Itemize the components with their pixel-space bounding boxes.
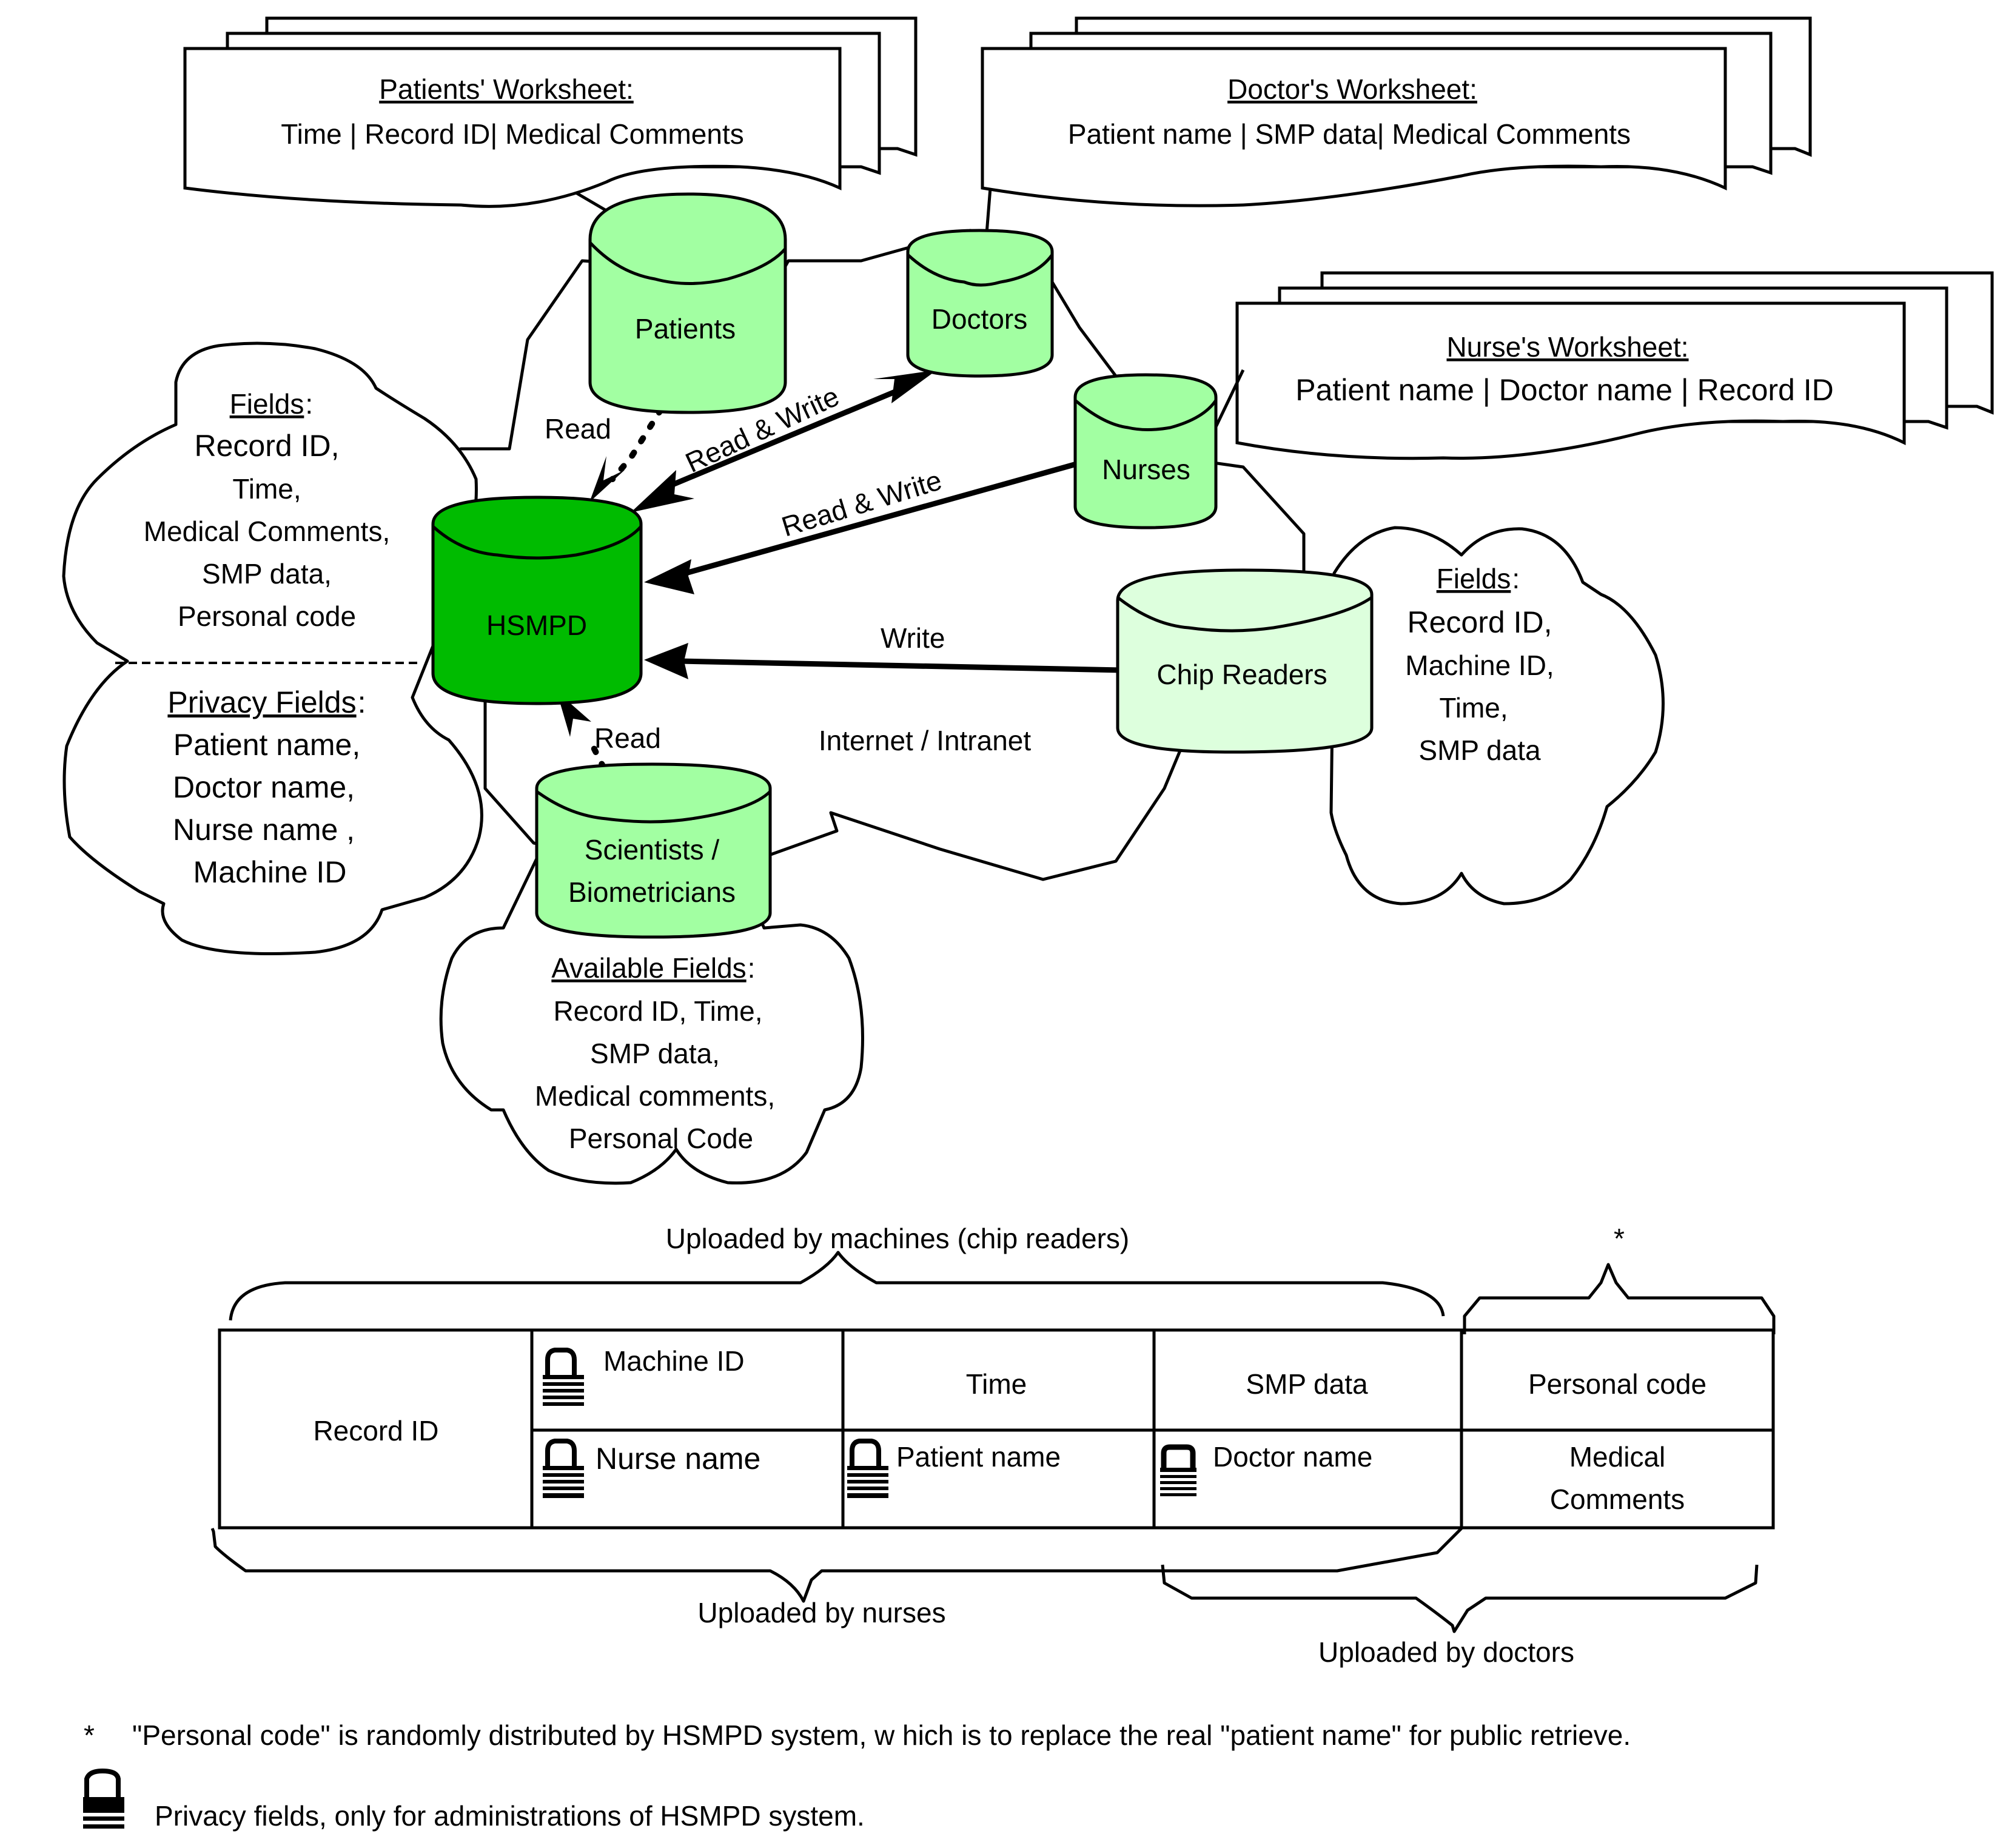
node-nurses[interactable]: Nurses [1073,373,1218,529]
scientist-fields-cloud: Available Fields : Record ID, Time, SMP … [439,844,864,1185]
cell-patient-name: Patient name [847,1439,1061,1498]
doctors-worksheet-title: Doctor's Worksheet: [1227,73,1477,105]
brace-doctors [1161,1564,1759,1633]
patients-cylinder [588,192,787,414]
hsmpd-cloud-fields-title: Fields [230,388,304,420]
hsmpd-cloud-field-1: Time, [232,473,301,505]
node-doctors[interactable]: Doctors [906,229,1054,378]
lock-icon [1160,1444,1196,1496]
hsmpd-cloud-privacy-title: Privacy Fields [167,685,356,719]
hsmpd-fields-cloud: Fields : Record ID, Time, Medical Commen… [62,341,483,955]
lock-icon [83,1768,124,1829]
chip-cloud-title: Fields [1437,563,1511,594]
footnote-asterisk: * [84,1719,95,1751]
edge-label-patients-read: Read [545,413,611,445]
footnote-lock-text: Privacy fields, only for administrations… [155,1800,865,1832]
hsmpd-cylinder [431,496,643,705]
nurses-label: Nurses [1102,454,1190,485]
chip-reader-fields-cloud: Fields : Record ID, Machine ID, Time, SM… [1329,526,1665,906]
doctors-cylinder [906,229,1054,378]
record-structure-table: Uploaded by machines (chip readers) * Re… [210,1223,1776,1668]
footnote-lock-legend: Privacy fields, only for administrations… [83,1768,865,1832]
nurses-worksheet-title: Nurse's Worksheet: [1446,331,1688,363]
cell-machine-id: Machine ID [543,1345,745,1406]
scientists-label-line2: Biometricians [568,876,736,908]
node-scientists[interactable]: Scientists / Biometricians [535,762,772,939]
cell-nurse-name-label: Nurse name [596,1442,760,1476]
cell-doctor-name: Doctor name [1160,1441,1372,1496]
patients-label: Patients [635,313,736,344]
chip-cloud-field-0: Record ID, [1408,605,1552,639]
chip-readers-label: Chip Readers [1156,659,1327,690]
node-chip-readers[interactable]: Chip Readers [1116,568,1374,754]
edge-label-scientists-read: Read [594,722,661,754]
scientist-cloud-field-3: Personal Code [569,1123,753,1154]
doctors-worksheet-fields: Patient name | SMP data| Medical Comment… [1068,118,1631,150]
patients-worksheet-fields: Time | Record ID| Medical Comments [281,118,744,150]
cell-machine-id-label: Machine ID [603,1345,745,1377]
hsmpd-cloud-field-3: SMP data, [202,558,332,590]
scientists-cylinder [535,762,772,939]
brace-machines [229,1251,1445,1321]
hsmpd-cloud-field-2: Medical Comments, [144,516,390,547]
colon: : [1512,563,1520,594]
cell-smp-data: SMP data [1246,1368,1368,1400]
patients-worksheet: Patients' Worksheet: Time | Record ID| M… [183,16,918,244]
hsmpd-cloud-privacy-0: Patient name, [173,728,361,762]
footnote-personal-code: * "Personal code" is randomly distribute… [84,1719,1631,1751]
node-hsmpd[interactable]: HSMPD [431,496,643,705]
nurses-worksheet-fields: Patient name | Doctor name | Record ID [1295,373,1833,407]
lock-icon [543,1348,584,1406]
hsmpd-label: HSMPD [486,610,587,641]
footnote-personal-code-text: "Personal code" is randomly distributed … [132,1719,1631,1751]
brace-machines-label: Uploaded by machines (chip readers) [666,1223,1130,1254]
network-label: Internet / Intranet [819,725,1032,756]
colon: : [358,685,366,719]
edge-chipreaders-hsmpd: Write [644,622,1122,679]
nurses-worksheet: Nurse's Worksheet: Patient name | Doctor… [1212,271,1994,460]
chip-readers-cylinder [1116,568,1374,754]
edge-patients-hsmpd: Read [545,406,664,502]
cell-medical-comments-line2: Comments [1550,1483,1685,1515]
brace-nurses [210,1527,1463,1603]
scientist-cloud-field-0: Record ID, Time, [553,995,762,1027]
cell-time: Time [966,1368,1027,1400]
brace-doctors-label: Uploaded by doctors [1318,1636,1574,1668]
chip-cloud-field-2: Time, [1439,692,1508,724]
colon: : [305,388,313,420]
brace-personal-code-label: * [1614,1223,1625,1254]
scientist-cloud-field-1: SMP data, [590,1038,720,1069]
lock-icon [543,1439,584,1498]
chip-cloud-field-1: Machine ID, [1405,650,1554,681]
edge-label-chip-write: Write [881,622,945,654]
cell-doctor-name-label: Doctor name [1213,1441,1372,1473]
hsmpd-cloud-field-4: Personal code [178,600,356,632]
nurses-cylinder [1073,373,1218,529]
doctors-label: Doctors [931,303,1027,335]
colon: : [748,952,756,984]
hsmpd-cloud-field-0: Record ID, [195,429,340,463]
scientist-cloud-title: Available Fields [551,952,746,984]
lock-icon [847,1439,888,1498]
brace-personal-code [1463,1263,1776,1334]
patients-worksheet-title: Patients' Worksheet: [379,73,634,105]
hsmpd-cloud-privacy-3: Machine ID [193,855,347,889]
hsmpd-cloud-privacy-1: Doctor name, [173,770,355,804]
brace-nurses-label: Uploaded by nurses [697,1597,945,1628]
chip-cloud-field-3: SMP data [1418,734,1541,766]
cell-personal-code: Personal code [1528,1368,1706,1400]
hsmpd-cloud-privacy-2: Nurse name , [173,813,355,847]
cell-record-id: Record ID [313,1415,438,1446]
scientist-cloud-field-2: Medical comments, [535,1080,775,1112]
scientists-label-line1: Scientists / [585,834,720,865]
cell-patient-name-label: Patient name [896,1441,1061,1473]
cell-nurse-name: Nurse name [543,1439,760,1498]
cell-medical-comments-line1: Medical [1569,1441,1666,1473]
doctors-worksheet: Doctor's Worksheet: Patient name | SMP d… [981,16,1812,234]
node-patients[interactable]: Patients [588,192,787,414]
